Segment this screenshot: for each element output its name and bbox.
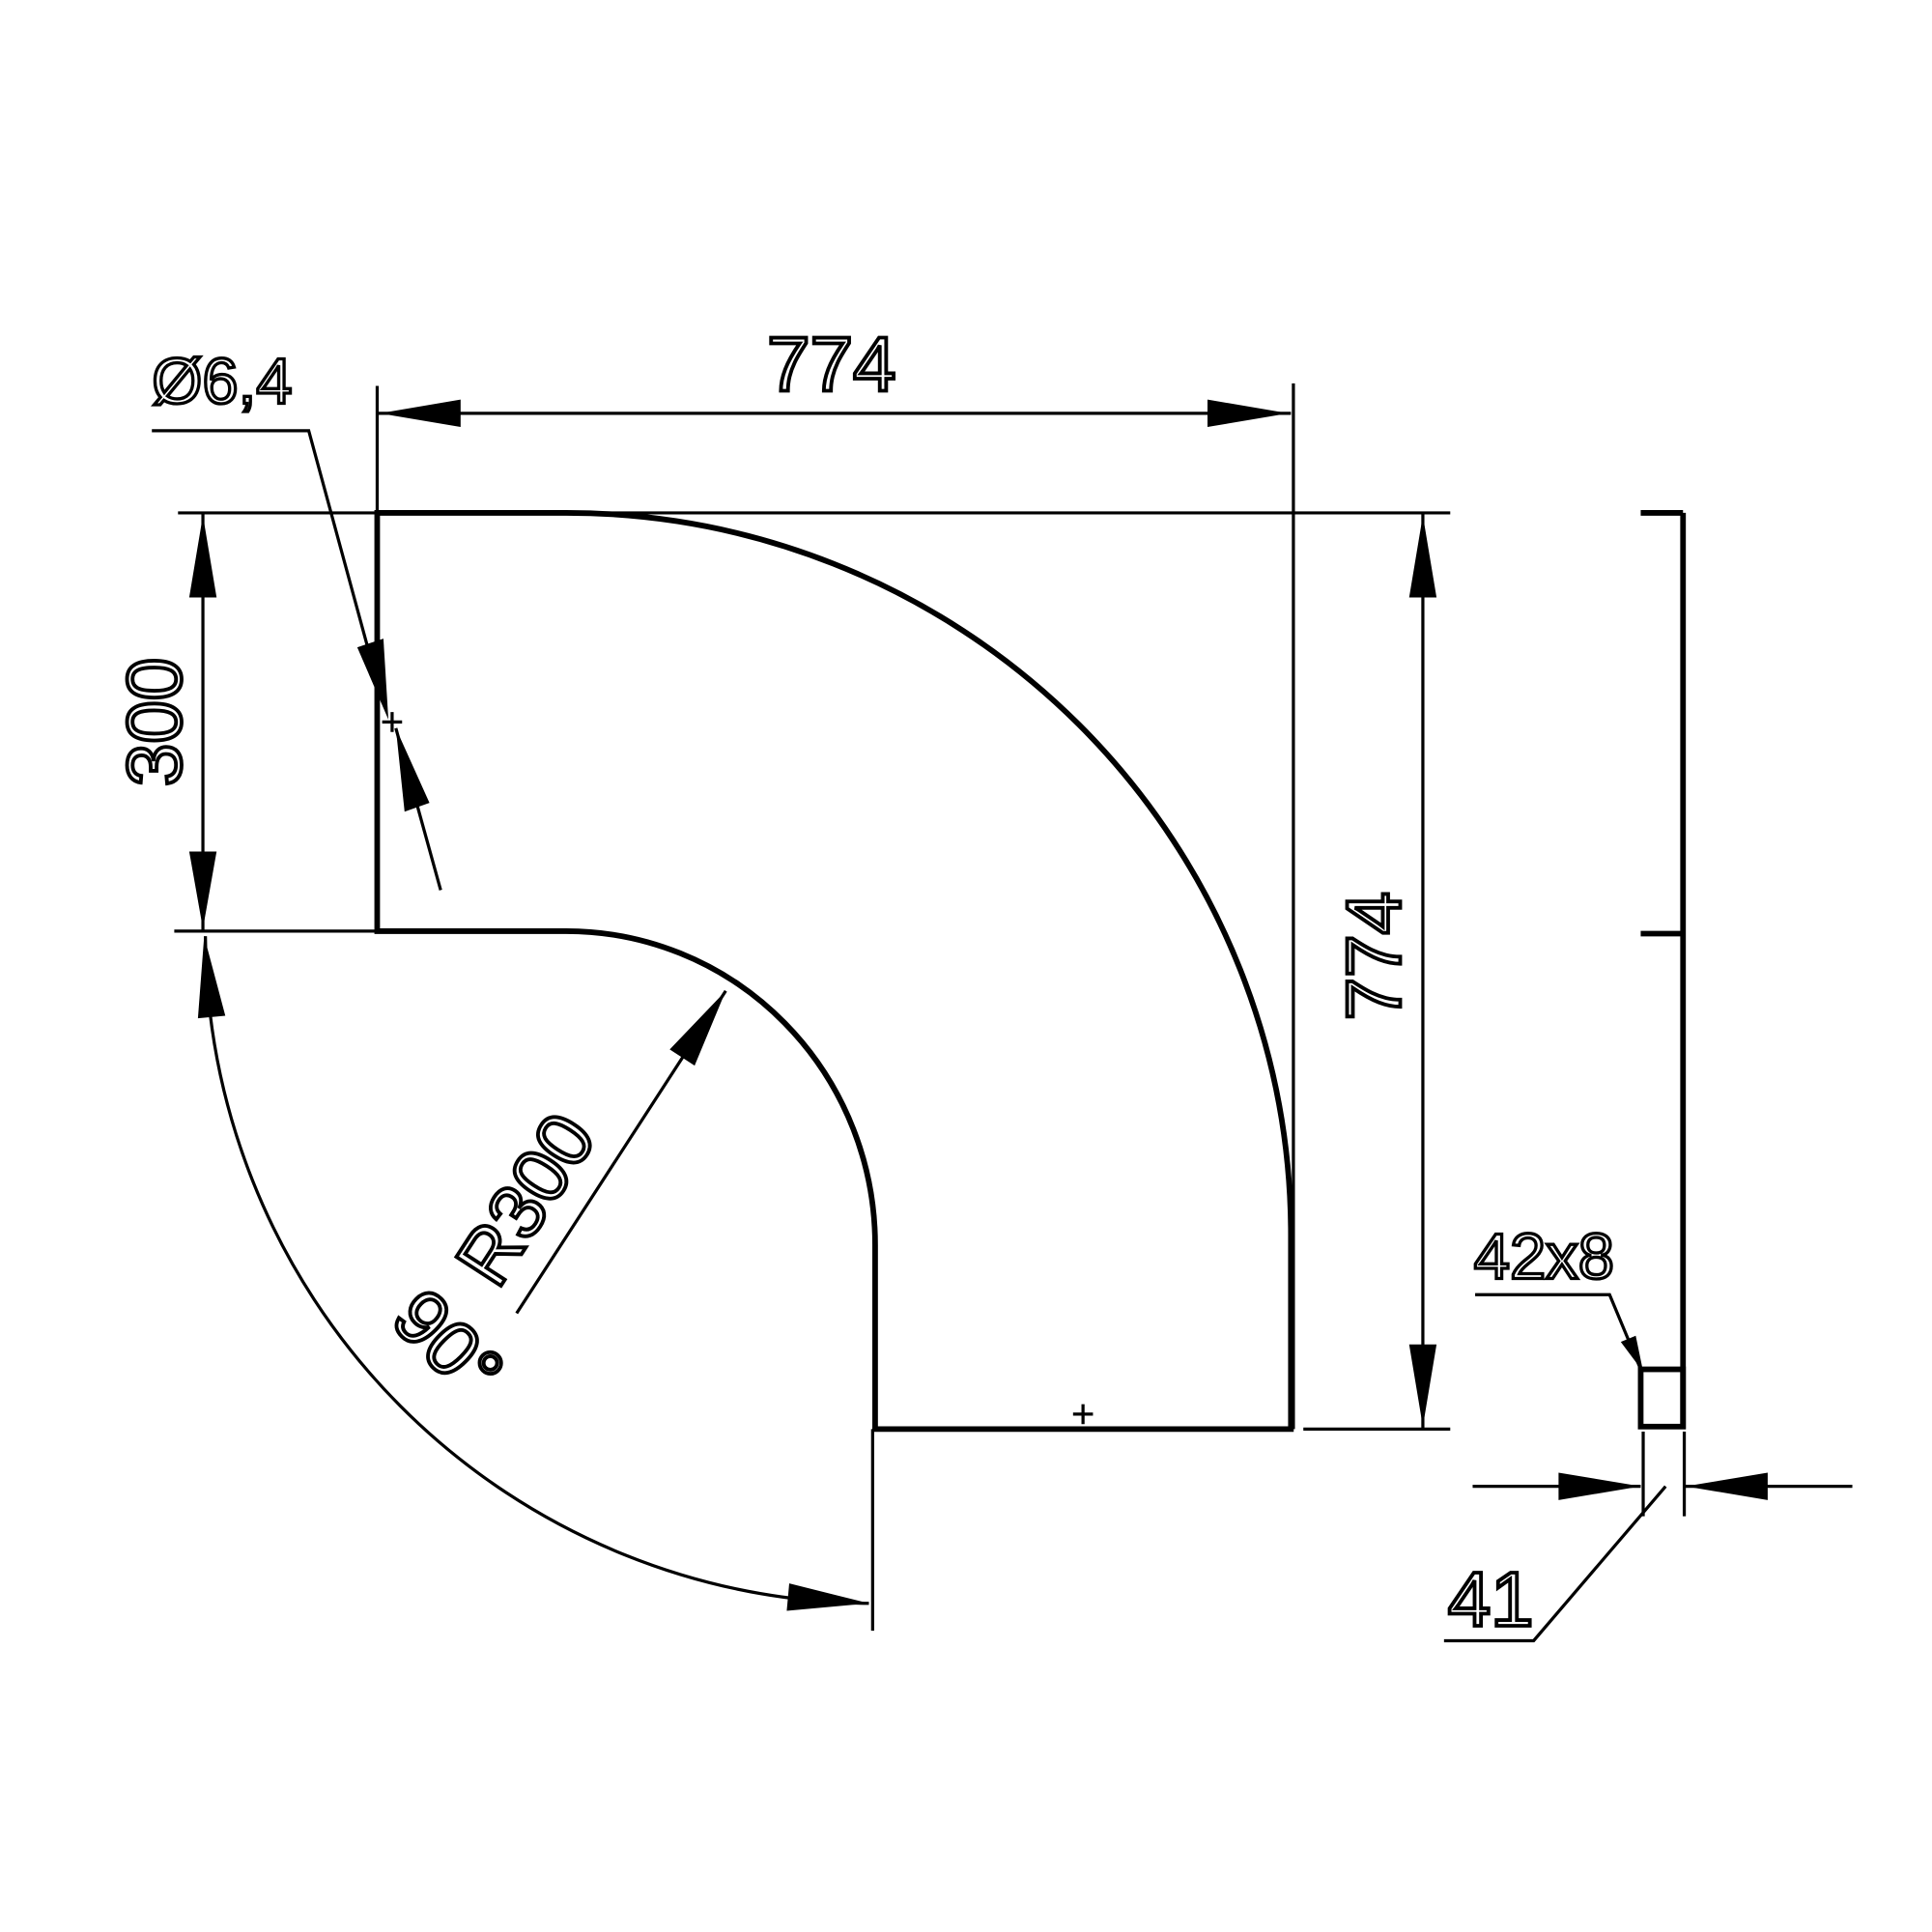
height-dimension: 774 bbox=[1329, 512, 1437, 1430]
height-label: 774 bbox=[1331, 892, 1417, 1020]
width-dimension: 774 bbox=[377, 320, 1292, 428]
thickness-label: 41 bbox=[1448, 1556, 1534, 1642]
radius-callout: R300 bbox=[438, 989, 727, 1315]
depth-label: 300 bbox=[111, 658, 197, 786]
width-label: 774 bbox=[767, 322, 895, 408]
radius-label: R300 bbox=[440, 1098, 612, 1300]
depth-dimension: 300 bbox=[109, 512, 217, 931]
hole-center-mark bbox=[382, 712, 403, 732]
profile-label: 42x8 bbox=[1474, 1220, 1614, 1293]
angle-dimension: 90° bbox=[197, 936, 869, 1611]
hole-label: Ø6,4 bbox=[152, 346, 292, 418]
center-mark bbox=[1072, 1404, 1094, 1425]
part-outline bbox=[374, 510, 1294, 1433]
angle-label: 90° bbox=[377, 1272, 520, 1415]
hole-callout: Ø6,4 bbox=[151, 344, 442, 891]
extension-lines bbox=[174, 383, 1451, 1632]
side-view: 42x8 41 bbox=[1443, 510, 1853, 1644]
